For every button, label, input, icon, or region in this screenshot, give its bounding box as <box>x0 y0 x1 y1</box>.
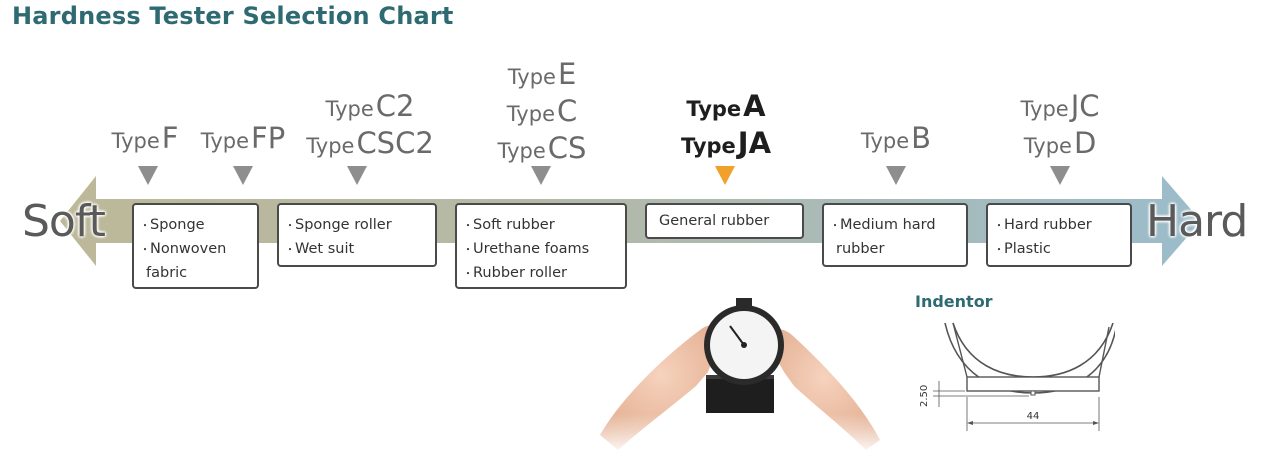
material-item: fabric <box>146 265 188 281</box>
indicator-triangle-fp <box>233 166 253 185</box>
type-group-b: TypeB <box>848 122 944 159</box>
hard-label: Hard <box>1146 196 1248 247</box>
indicator-triangle-b <box>886 166 906 185</box>
hardness-tester-photo <box>600 290 880 455</box>
material-item: Nonwoven <box>146 238 247 262</box>
material-item: Wet suit <box>291 238 425 262</box>
material-box-hard-rubber: Hard rubber Plastic <box>986 203 1132 267</box>
indentor-width-dimension: 44 <box>1027 411 1040 422</box>
material-item: Medium hard <box>836 214 956 238</box>
indicator-triangle-c2-csc2 <box>347 166 367 185</box>
type-group-f: TypeF <box>100 122 190 159</box>
type-group-jc-d: TypeJC TypeD <box>1000 90 1120 164</box>
type-line: TypeF <box>111 121 179 155</box>
indentor-foot <box>966 376 1100 392</box>
type-group-e-c-cs: TypeE TypeC TypeCS <box>480 58 604 169</box>
scale-arrow-body <box>60 176 1201 266</box>
material-box-sponge: Sponge Nonwoven fabric <box>132 203 259 289</box>
indicator-triangle-jc-d <box>1050 166 1070 185</box>
material-box-general-rubber: General rubber <box>645 203 804 239</box>
indicator-triangle-f <box>138 166 158 185</box>
type-group-c2-csc2: TypeC2 TypeCSC2 <box>290 90 450 164</box>
material-box-medium-hard-rubber: Medium hard rubber <box>822 203 968 267</box>
page-title: Hardness Tester Selection Chart <box>12 2 454 30</box>
type-line: TypeB <box>860 121 932 155</box>
material-item: Sponge roller <box>291 214 425 238</box>
type-line: TypeJC <box>1020 89 1100 123</box>
type-line: TypeC <box>506 94 578 128</box>
type-line: TypeE <box>507 57 577 91</box>
type-line: TypeCS <box>497 131 587 165</box>
indentor-curve-inner <box>952 322 1114 378</box>
type-group-fp: TypeFP <box>190 122 296 159</box>
material-item: Plastic <box>1000 238 1120 262</box>
indentor-height-dimension: 2.50 <box>919 385 930 407</box>
indentor-diagram: 44 2.50 <box>919 322 1115 431</box>
indentor-label: Indentor <box>915 292 993 311</box>
material-item: Hard rubber <box>1000 214 1120 238</box>
type-line: TypeJA <box>680 126 772 160</box>
type-line: TypeC2 <box>325 89 415 123</box>
material-box-sponge-roller: Sponge roller Wet suit <box>277 203 437 267</box>
indicator-triangle-a-ja <box>715 166 735 185</box>
material-item: General rubber <box>659 213 770 229</box>
type-line: TypeD <box>1023 126 1097 160</box>
material-item: rubber <box>836 241 885 257</box>
material-item: Soft rubber <box>469 214 615 238</box>
type-group-a-ja: TypeA TypeJA <box>664 90 788 164</box>
type-line: TypeA <box>686 89 766 123</box>
soft-label: Soft <box>22 196 106 247</box>
material-item: Urethane foams <box>469 238 615 262</box>
type-line: TypeFP <box>200 121 286 155</box>
material-item: Rubber roller <box>469 262 615 286</box>
material-item: Sponge <box>146 214 247 238</box>
type-line: TypeCSC2 <box>306 126 434 160</box>
material-box-soft-rubber: Soft rubber Urethane foams Rubber roller <box>455 203 627 289</box>
indicator-triangle-e-c-cs <box>531 166 551 185</box>
